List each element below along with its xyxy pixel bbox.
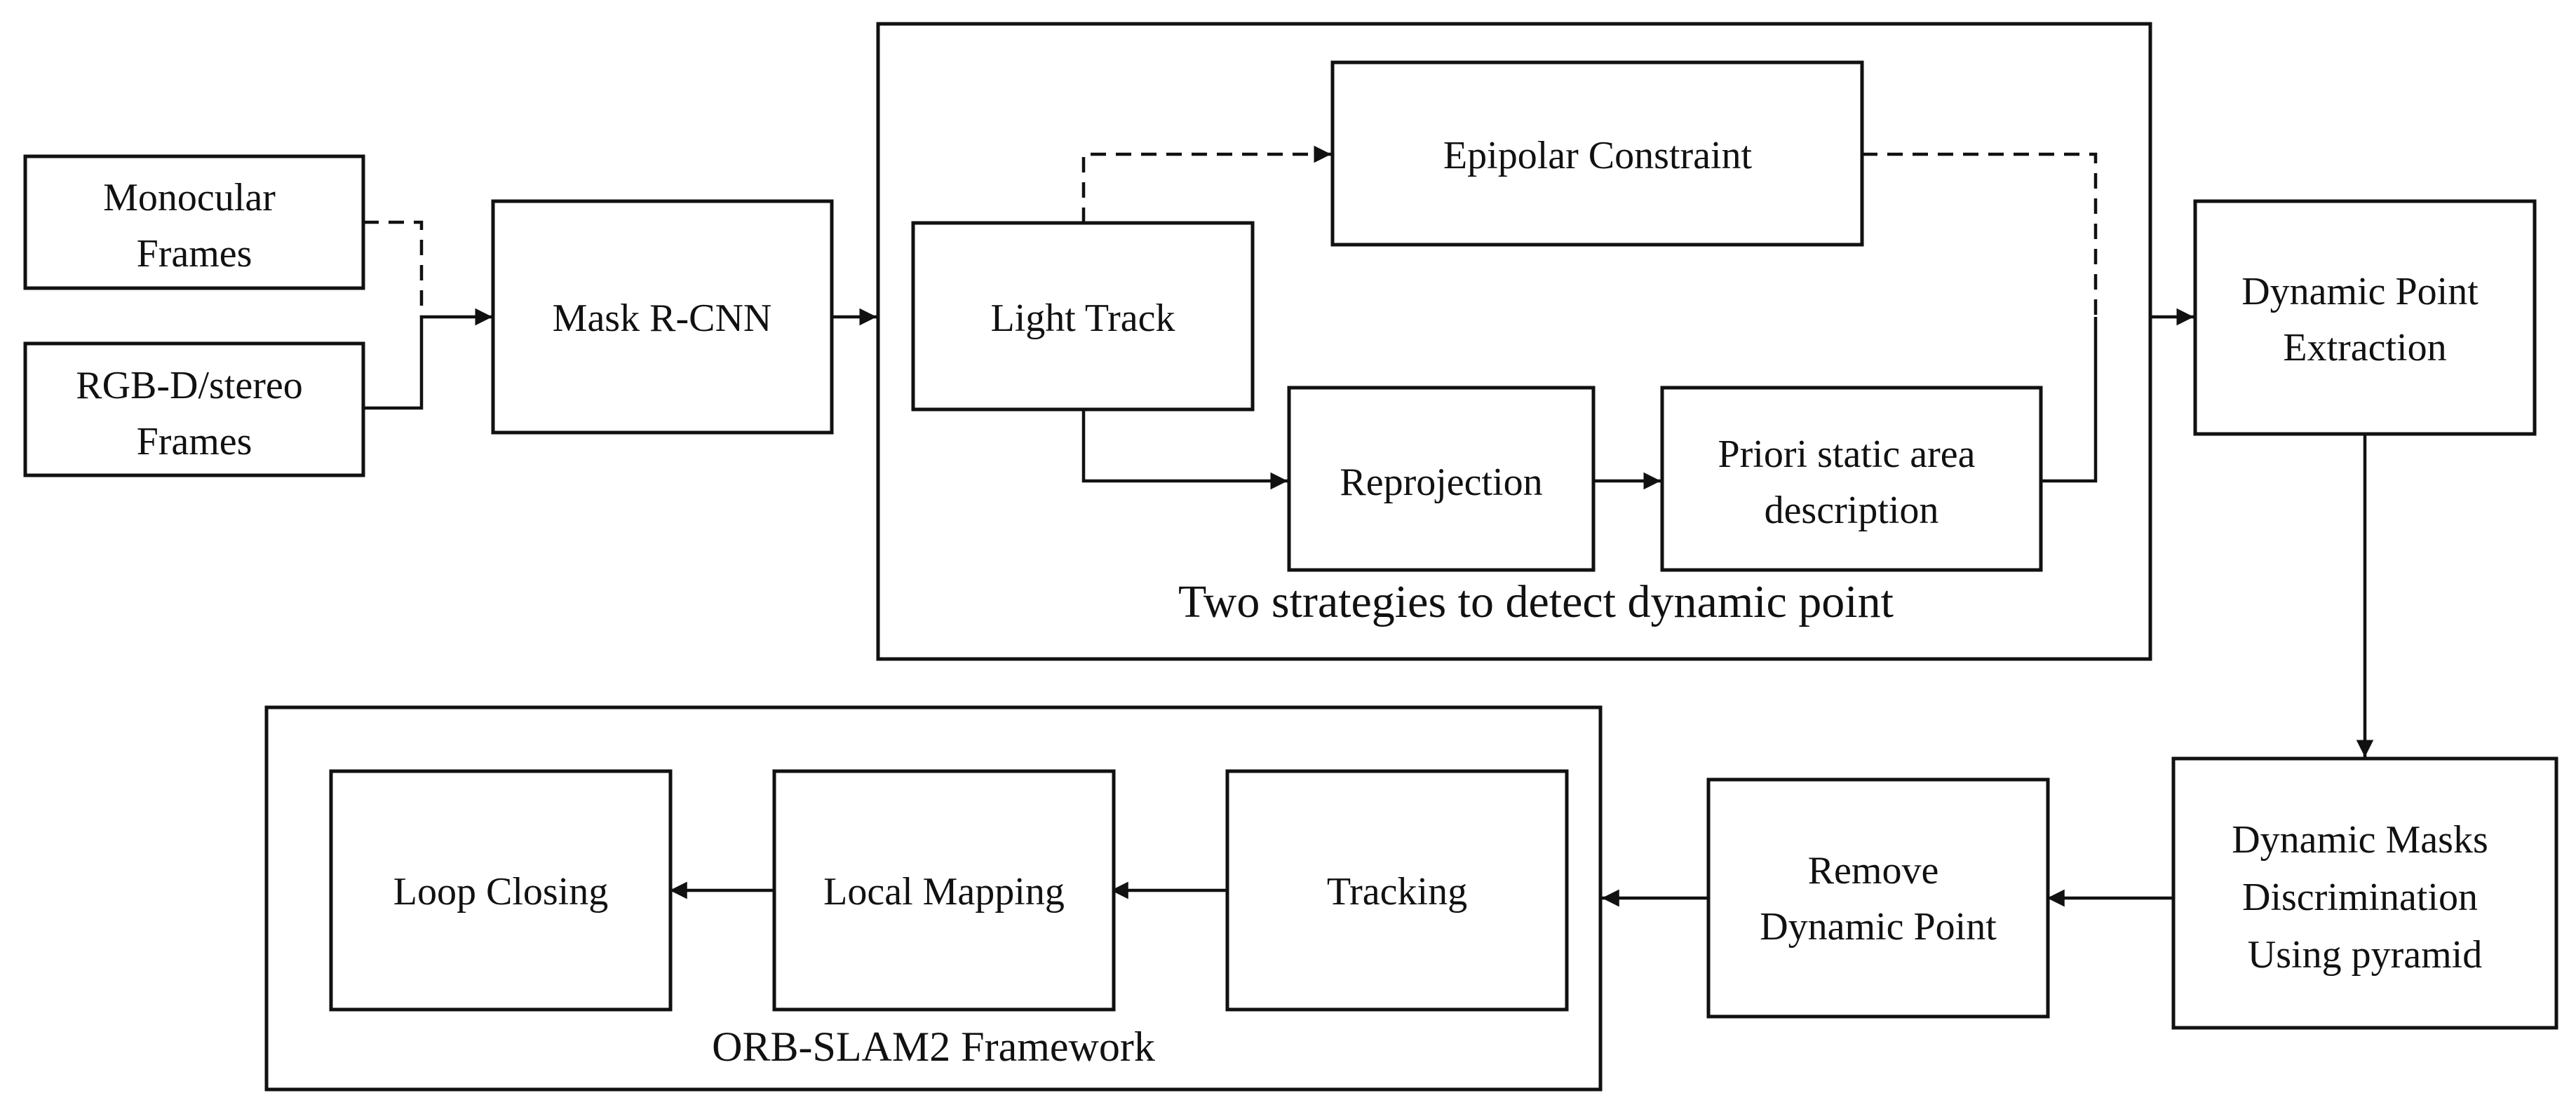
local-mapping-box [772,769,1116,1012]
light-track-box [911,221,1255,412]
strategies-group-frame [876,22,2152,661]
tracking-label: Tracking [1327,870,1467,913]
dynamic-masks-box [2171,756,2558,1030]
edge-priori-to-merge [2041,317,2098,483]
edge-lighttrack-to-reprojection [1081,409,1288,490]
local-mapping-label: Local Mapping [823,870,1065,913]
dynamic-masks-label: Dynamic Masks Discrimination Using pyram… [2232,818,2498,977]
light-track-label: Light Track [991,297,1175,340]
edge-rgbd-to-mask-rcnn [363,308,492,410]
rgbd-frames-box [23,341,365,477]
edge-epipolar-to-merge [1862,152,2098,317]
mask-rcnn-box [491,199,834,435]
epipolar-constraint-label: Epipolar Constraint [1443,134,1753,177]
rgbd-frames-label: RGB-D/stereo Frames [76,364,313,463]
monocular-frames-box [23,154,365,290]
dynamic-point-extraction-label: Dynamic Point Extraction [2241,270,2488,369]
epipolar-constraint-box [1330,60,1864,247]
loop-closing-label: Loop Closing [393,870,608,913]
edge-monocular-to-merge [363,220,424,317]
orbslam-group-frame [264,705,1603,1092]
tracking-box [1225,769,1569,1012]
mask-rcnn-label: Mask R-CNN [553,297,772,340]
reprojection-box [1287,386,1596,572]
loop-closing-box [329,769,673,1012]
reprojection-label: Reprojection [1340,461,1542,504]
dynamic-point-extraction-box [2193,199,2537,436]
remove-dynamic-point-label: Remove Dynamic Point [1760,849,1997,949]
strategies-group-label: Two strategies to detect dynamic point [1178,576,1894,627]
monocular-frames-label: Monocular Frames [103,176,285,276]
priori-static-area-label: Priori static area description [1718,433,1985,532]
edge-lighttrack-to-epipolar [1081,145,1331,223]
remove-dynamic-point-box [1706,777,2050,1019]
priori-static-area-box [1660,386,2043,572]
orbslam-group-label: ORB-SLAM2 Framework [712,1024,1155,1070]
